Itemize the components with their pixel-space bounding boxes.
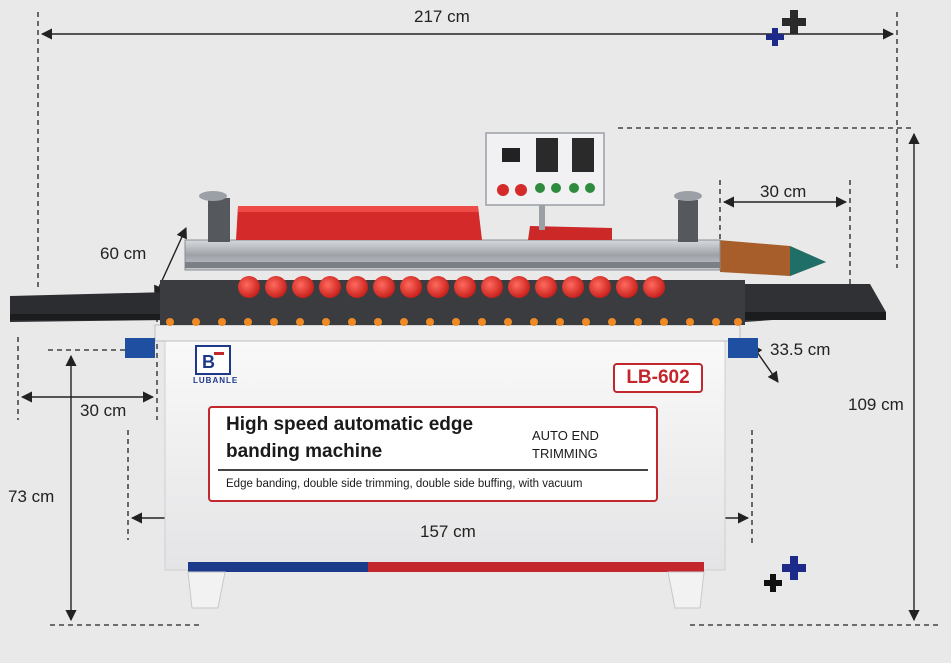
dim-feed-table: 30 cm xyxy=(760,182,807,201)
base-stripe-blue xyxy=(188,562,368,572)
brand-logo-icon xyxy=(195,345,231,375)
right-clamp xyxy=(728,338,758,358)
description: Edge banding, double side trimming, doub… xyxy=(226,478,583,490)
pressure-rollers xyxy=(238,276,665,298)
start-button-icon xyxy=(535,183,545,193)
feature-line-1: AUTO END xyxy=(532,428,599,443)
brand-name: LUBANLE xyxy=(193,376,239,385)
plus-cross-icon xyxy=(764,556,806,592)
dimension-guides xyxy=(17,12,940,626)
base-stripe-red xyxy=(368,562,704,572)
timer-display-left xyxy=(536,138,558,172)
headline-line-1: High speed automatic edge xyxy=(226,414,474,435)
panel-divider xyxy=(218,469,648,471)
orange-guide-wheels xyxy=(166,318,742,326)
headline-line-2: banding machine xyxy=(226,441,383,462)
model-badge: LB-602 xyxy=(613,363,703,393)
feature-line-2: TRIMMING xyxy=(532,446,598,461)
hand-wheels xyxy=(199,191,702,242)
svg-text:B: B xyxy=(202,352,215,372)
dim-width-top: 60 cm xyxy=(100,244,147,263)
dim-working-height: 73 cm xyxy=(8,487,55,506)
left-clamp xyxy=(125,338,155,358)
brand: LUBANLE xyxy=(193,344,237,385)
dim-body-length: 157 cm xyxy=(420,522,476,541)
dim-left-table: 30 cm xyxy=(80,401,127,420)
dim-table-height-right: 33.5 cm xyxy=(770,340,831,359)
temperature-display xyxy=(502,148,520,162)
plus-cross-icon xyxy=(766,10,806,46)
dim-total-length: 217 cm xyxy=(414,7,470,26)
stop-button-icon xyxy=(497,184,509,196)
dim-total-height: 109 cm xyxy=(848,395,904,414)
info-panel: High speed automatic edge banding machin… xyxy=(208,406,658,502)
glue-pot-cover xyxy=(236,206,482,240)
timer-display-right xyxy=(572,138,594,172)
